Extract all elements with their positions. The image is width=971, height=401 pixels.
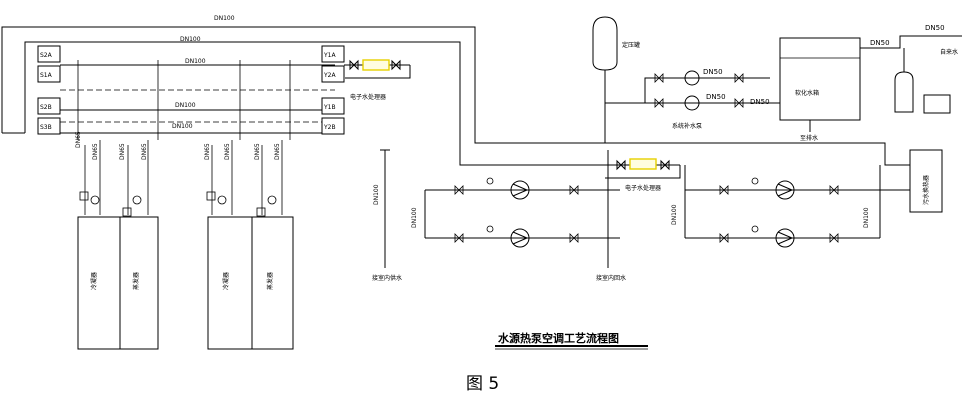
label-unit2-condenser: 蒸发器 (266, 272, 274, 290)
softened-water-tank: 软化水箱 至排水 (770, 37, 861, 142)
heat-pump-unit-2: 冷凝器 蒸发器 (207, 216, 294, 350)
label-to-drain: 至排水 (800, 134, 818, 142)
header-rows: DN100 DN100 DN100 (60, 58, 335, 140)
pipe-label-top: DN100 (214, 15, 235, 22)
pipe-label-pump-right-2: DN100 (863, 207, 870, 228)
label-electronic-processor-top: 电子水处理器 (350, 93, 386, 101)
label-to-indoor-return: 接室内回水 (596, 274, 626, 282)
pipe-label-b1: DN65 (75, 131, 82, 148)
sewage-side-pumps: DN100 DN100 (671, 165, 881, 248)
label-electronic-processor-middle: 电子水处理器 (625, 184, 661, 192)
tag-y1b: Y1B (323, 104, 336, 111)
make-up-pumps: DN50 DN50 DN50 系统补水泵 (605, 68, 770, 130)
tag-y1a: Y1A (323, 52, 336, 59)
electronic-processor-middle: 电子水处理器 (605, 158, 681, 192)
pipe-label-b3: DN65 (119, 143, 126, 160)
indoor-circulation-pumps: DN100 接室内回水 (411, 150, 626, 282)
tag-s1a: S1A (40, 72, 53, 79)
pressure-tank: 定压罐 (592, 16, 640, 143)
diagram-title-block: 水源热泵空调工艺流程图 (495, 331, 648, 350)
pipe-label-row3: DN100 (175, 102, 196, 109)
pipe-label-row4: DN100 (172, 123, 193, 130)
pipe-label-second: DN100 (180, 36, 201, 43)
label-to-indoor-supply: 接室内供水 (372, 274, 402, 282)
label-city-water: 自来水 (940, 48, 958, 56)
diagram-title: 水源热泵空调工艺流程图 (498, 331, 619, 345)
label-softened-tank: 软化水箱 (795, 89, 819, 97)
unit-branches: DN65 DN65 DN65 DN65 DN65 DN65 DN65 DN65 (75, 131, 283, 217)
pipe-label-makeup-1: DN50 (703, 68, 723, 76)
pipe-label-pump-left: DN100 (411, 207, 418, 228)
pipe-label-makeup-2: DN50 (706, 93, 726, 101)
main-loop-pipes: DN100 DN100 (1, 15, 910, 166)
figure-caption: 图 5 (466, 374, 499, 394)
pipe-label-b7: DN65 (254, 143, 261, 160)
unit-tags-left: S2A S1A S2B S3B (37, 45, 61, 135)
label-unit2-evaporator: 冷凝器 (222, 272, 230, 290)
pipe-label-b2: DN65 (92, 143, 99, 160)
tag-s3b: S3B (40, 124, 52, 131)
pipe-label-city-2: DN50 (925, 24, 945, 32)
pipe-label-b5: DN65 (204, 143, 211, 160)
sewage-heat-exchanger: 污水换热器 (880, 149, 943, 213)
pipe-label-row1: DN100 (185, 58, 206, 65)
pipe-label-pump-right-1: DN100 (671, 204, 678, 225)
pipe-label-b6: DN65 (224, 143, 231, 160)
tag-s2b: S2B (40, 104, 52, 111)
label-pressure-tank: 定压罐 (622, 41, 640, 49)
city-water-supply: DN50 DN50 自来水 (860, 24, 962, 114)
tag-s2a: S2A (40, 52, 53, 59)
pipe-label-b8: DN65 (274, 143, 281, 160)
label-sewage-exchanger: 污水换热器 (922, 175, 930, 205)
pipe-label-b4: DN65 (141, 143, 148, 160)
indoor-supply-riser: DN100 接室内供水 (372, 149, 402, 282)
unit-tags-right: Y1A Y2A Y1B Y2B (321, 45, 345, 135)
label-make-up-pump: 系统补水泵 (672, 122, 702, 130)
pipe-label-city-1: DN50 (870, 39, 890, 47)
pipe-label-supply: DN100 (373, 184, 380, 205)
tag-y2b: Y2B (323, 124, 336, 131)
tag-y2a: Y2A (323, 72, 336, 79)
heat-pump-unit-1: 冷凝器 蒸发器 (77, 216, 159, 350)
label-unit1-condenser: 蒸发器 (132, 272, 140, 290)
electronic-processor-top: 电子水处理器 (344, 59, 411, 101)
label-unit1-evaporator: 冷凝器 (90, 272, 98, 290)
pipe-label-makeup-3: DN50 (750, 98, 770, 106)
